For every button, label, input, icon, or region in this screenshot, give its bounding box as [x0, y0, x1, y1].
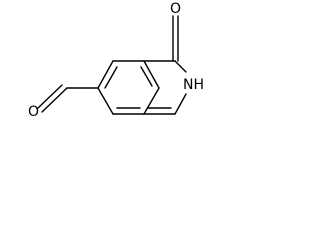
structure-canvas: O NH O — [0, 0, 232, 134]
bond-c6-c7 — [97, 60, 114, 89]
bond-c1-n2 — [174, 60, 187, 73]
bond-n2-c3 — [174, 93, 187, 115]
isoquinolinone-structure: O NH O — [28, 1, 204, 120]
bond-c5-c6 — [97, 87, 114, 115]
bond-c8-c8a — [143, 60, 160, 89]
bond-cho-o-b — [37, 84, 63, 109]
carbonyl-oxygen-label: O — [170, 1, 181, 17]
bond-cho-o-a — [41, 87, 68, 113]
bond-c8-c8a-inner — [140, 66, 153, 87]
bond-c6-c7-inner — [104, 66, 118, 89]
ring-nitrogen-label: NH — [183, 77, 204, 93]
bond-c8a-c4a — [143, 87, 160, 115]
aldehyde-oxygen-label: O — [28, 104, 39, 120]
